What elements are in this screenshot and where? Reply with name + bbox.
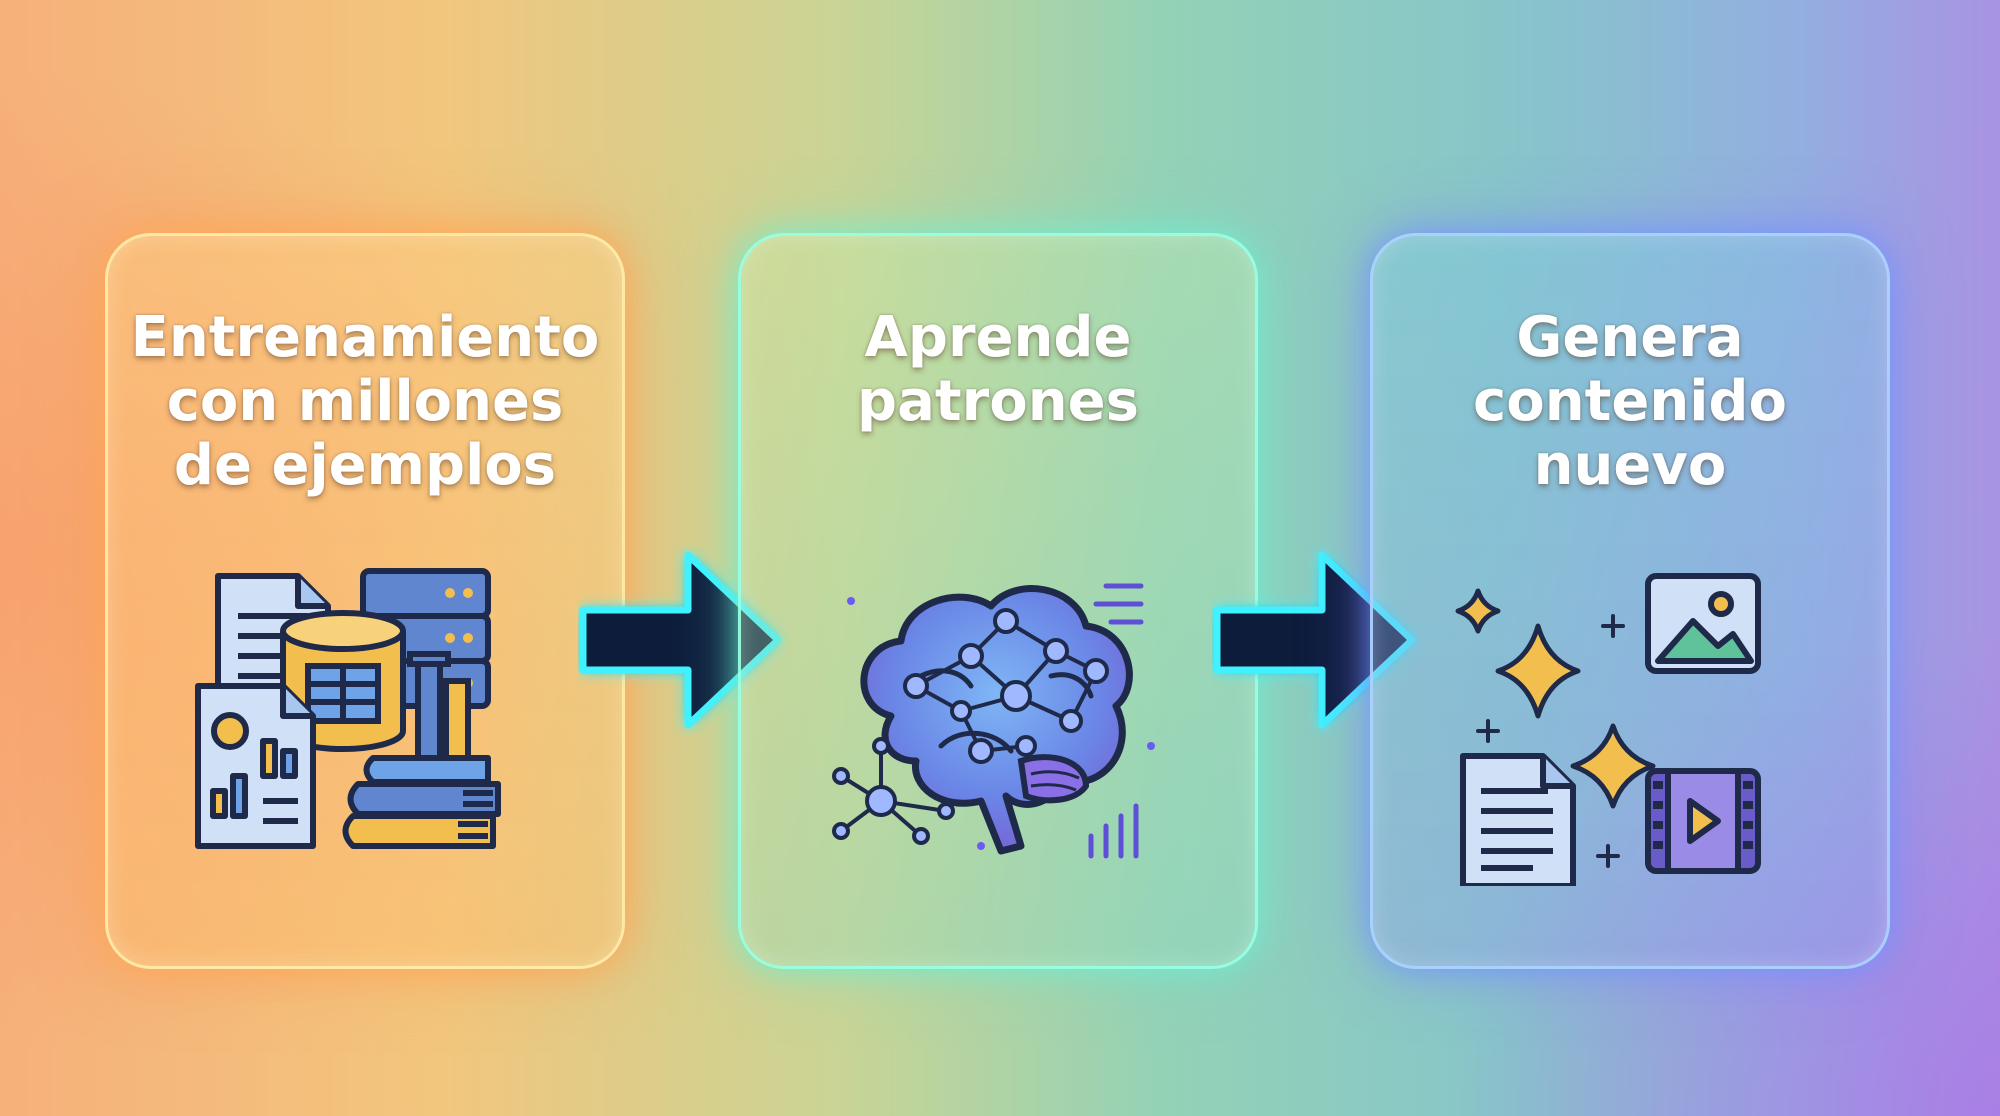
step-title-learn-patterns: Aprende patrones [741,306,1255,434]
title-line: Entrenamiento [130,305,600,370]
title-line: de ejemplos [173,433,557,498]
title-line: Aprende [864,305,1132,370]
step-card-training: Entrenamiento con millones de ejemplos [105,233,625,969]
arrow-right-icon [1213,551,1416,729]
neural-brain-icon [832,583,1155,859]
step-card-generate: Genera contenido nuevo [1370,233,1890,969]
step-title-training: Entrenamiento con millones de ejemplos [108,306,622,498]
title-line: nuevo [1533,433,1727,498]
arrow-right-icon [579,551,782,729]
title-line: patrones [857,369,1139,434]
title-line: con millones [166,369,564,434]
step-card-learn-patterns: Aprende patrones [738,233,1258,969]
data-sources-icon [195,568,501,849]
step-title-generate: Genera contenido nuevo [1373,306,1887,498]
title-line: contenido [1473,369,1787,434]
generated-content-icon [1455,573,1761,886]
title-line: Genera [1516,305,1744,370]
